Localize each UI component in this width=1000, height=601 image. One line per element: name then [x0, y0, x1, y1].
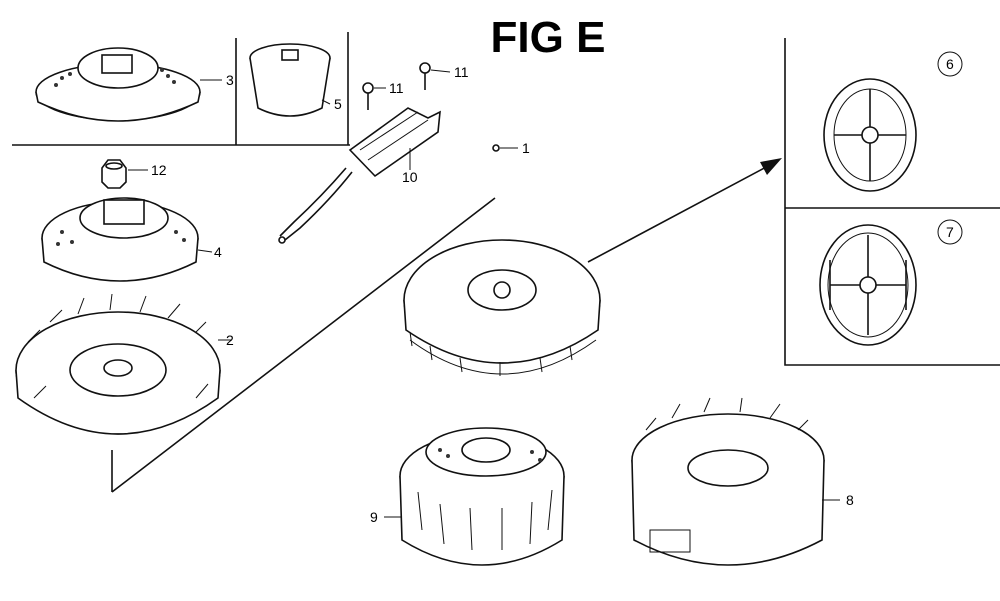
callout-4: 4 [214, 244, 222, 260]
part-2-flywheel [15, 293, 232, 435]
callout-12: 12 [151, 162, 167, 178]
part-9-flywheel [384, 427, 565, 566]
callout-3: 3 [226, 72, 234, 88]
callout-1: 1 [522, 140, 530, 156]
figure-title: FIG E [491, 13, 606, 62]
callout-5: 5 [334, 96, 342, 112]
bottom-left-bracket [111, 197, 496, 493]
part-5-cup [249, 43, 331, 117]
callout-9: 9 [370, 509, 378, 525]
detail-box-frame [784, 38, 1000, 366]
main-flywheel [403, 239, 601, 376]
part-8-flywheel [631, 397, 840, 566]
part-12-nut [101, 159, 148, 189]
callout-11a: 11 [389, 80, 404, 96]
part-10-ignition-coil [278, 107, 441, 244]
callout-10: 10 [402, 169, 418, 185]
part-11-bolt-a [362, 82, 386, 110]
detail-arrow [587, 158, 782, 263]
callout-7: 7 [946, 224, 954, 240]
top-left-frame [12, 32, 350, 146]
part-3-cover [35, 47, 222, 122]
callout-11b: 11 [454, 64, 469, 80]
callout-6: 6 [946, 56, 954, 72]
callout-2: 2 [226, 332, 234, 348]
part-1-key [492, 144, 518, 152]
part-11-bolt-b [419, 62, 451, 90]
part-4-fan-base [41, 197, 213, 282]
detail-6-rotor [823, 51, 963, 192]
detail-7-rotor [819, 219, 963, 346]
callout-8: 8 [846, 492, 854, 508]
